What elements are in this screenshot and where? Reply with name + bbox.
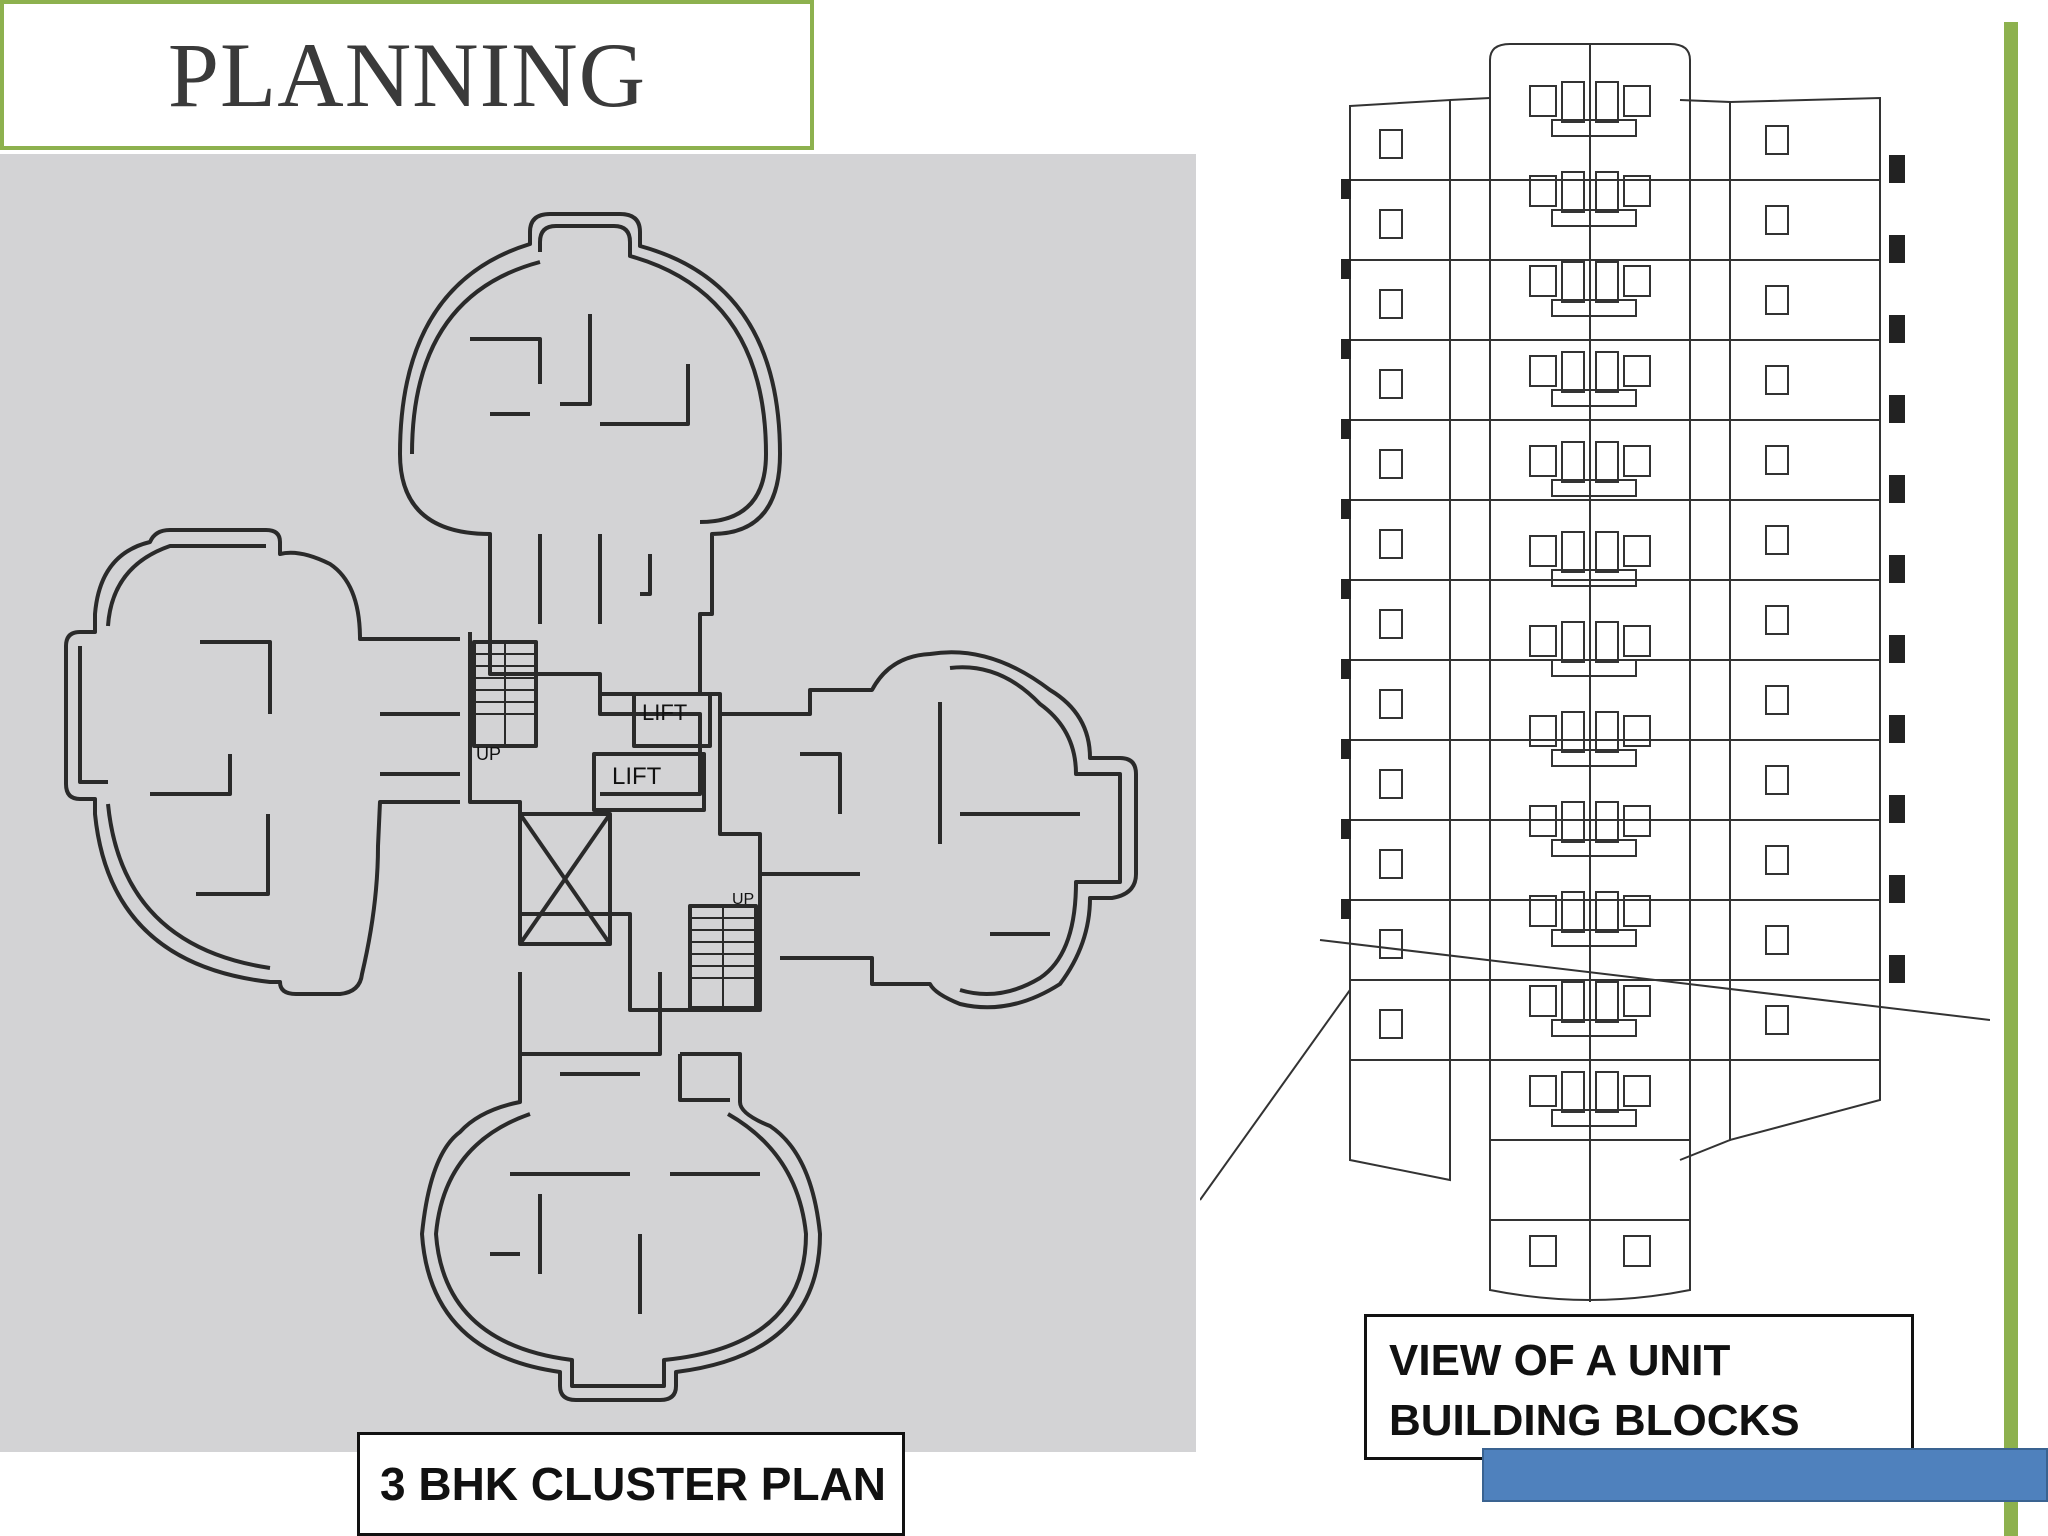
accent-green-bar <box>2004 22 2018 1536</box>
view-caption-line-2: BUILDING BLOCKS <box>1389 1396 1800 1445</box>
lift-label-1: LIFT <box>642 700 687 725</box>
accent-blue-bar <box>1482 1448 2048 1502</box>
plan-caption: 3 BHK CLUSTER PLAN <box>380 1458 887 1510</box>
building-view-caption: VIEW OF A UNIT BUILDING BLOCKS <box>1364 1314 1914 1460</box>
plan-caption-box: 3 BHK CLUSTER PLAN <box>357 1432 905 1536</box>
building-elevation-drawing <box>1200 43 1990 1302</box>
floor-plan-drawing: LIFT LIFT UP UP <box>64 212 1138 1402</box>
slide-title: PLANNING <box>167 24 647 126</box>
floor-plan-panel: LIFT LIFT UP UP <box>0 154 1196 1452</box>
stair-up-label-2: UP <box>732 891 754 908</box>
title-box: PLANNING <box>0 0 814 150</box>
view-caption-line-1: VIEW OF A UNIT <box>1389 1336 1731 1385</box>
lift-label-2: LIFT <box>612 763 662 790</box>
stair-up-label-1: UP <box>476 744 501 764</box>
